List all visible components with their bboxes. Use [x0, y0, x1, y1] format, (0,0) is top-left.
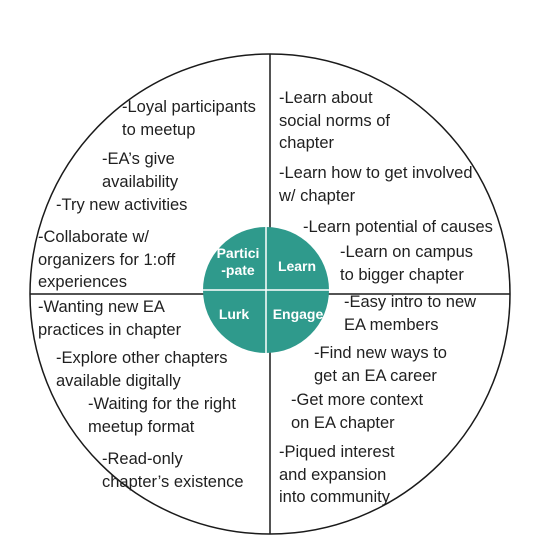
engage-item: -Piqued interest and expansion into comm…	[279, 443, 395, 506]
learn-item: -Learn potential of causes	[303, 218, 493, 236]
lurk-item: -Read-only chapter’s existence	[102, 450, 244, 491]
learn-item: -Learn on campus to bigger chapter	[340, 243, 473, 284]
participate-item: -EA’s give availability	[102, 150, 179, 191]
engage-item: -Find new ways to get an EA career	[314, 344, 447, 385]
participate-item: -Collaborate w/ organizers for 1:off exp…	[38, 228, 176, 291]
core-label-participate: Partici -pate	[216, 245, 260, 278]
lurk-item: -Wanting new EA practices in chapter	[38, 298, 182, 339]
core-label-lurk: Lurk	[218, 306, 250, 322]
lurk-item: -Explore other chapters available digita…	[56, 349, 228, 390]
learn-item: -Learn about social norms of chapter	[279, 89, 390, 152]
engage-item: -Easy intro to new EA members	[344, 293, 477, 334]
participate-item: -Loyal participants to meetup	[122, 98, 256, 139]
engage-item: -Get more context on EA chapter	[291, 391, 424, 432]
core-label-learn: Learn	[277, 258, 317, 274]
core-label-engage: Engage	[272, 306, 324, 322]
lurk-item: -Waiting for the right meetup format	[88, 395, 236, 436]
learn-item: -Learn how to get involved w/ chapter	[279, 164, 473, 205]
participate-item: -Try new activities	[56, 196, 188, 214]
